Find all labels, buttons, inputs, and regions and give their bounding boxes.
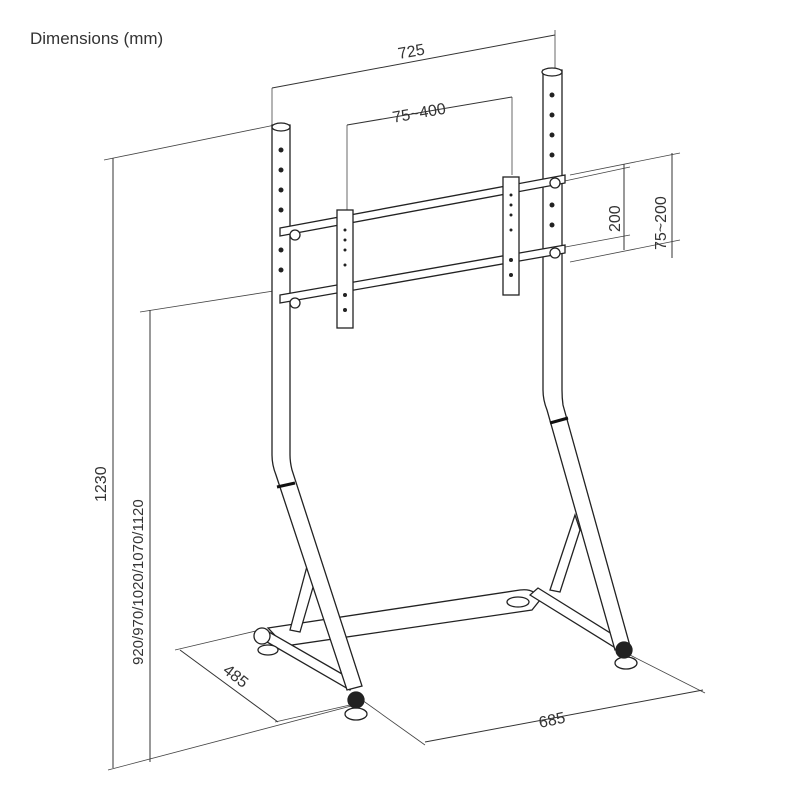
diagram-title: Dimensions (mm) — [30, 29, 164, 48]
stand-frame — [253, 67, 638, 721]
label-685: 685 — [537, 710, 567, 732]
label-725: 725 — [397, 42, 426, 63]
label-1230: 1230 — [93, 466, 110, 502]
label-200: 200 — [607, 205, 624, 232]
label-75-200: 75~200 — [653, 196, 670, 250]
dimension-overall-width: 725 — [271, 30, 556, 125]
label-mount-heights: 920/970/1020/1070/1120 — [130, 499, 147, 665]
label-75-400: 75~400 — [391, 101, 447, 127]
label-485: 485 — [220, 662, 252, 692]
dimension-vertical-right: 200 75~200 — [559, 152, 681, 263]
dimension-height: 1230 920/970/1020/1070/1120 — [93, 124, 356, 771]
